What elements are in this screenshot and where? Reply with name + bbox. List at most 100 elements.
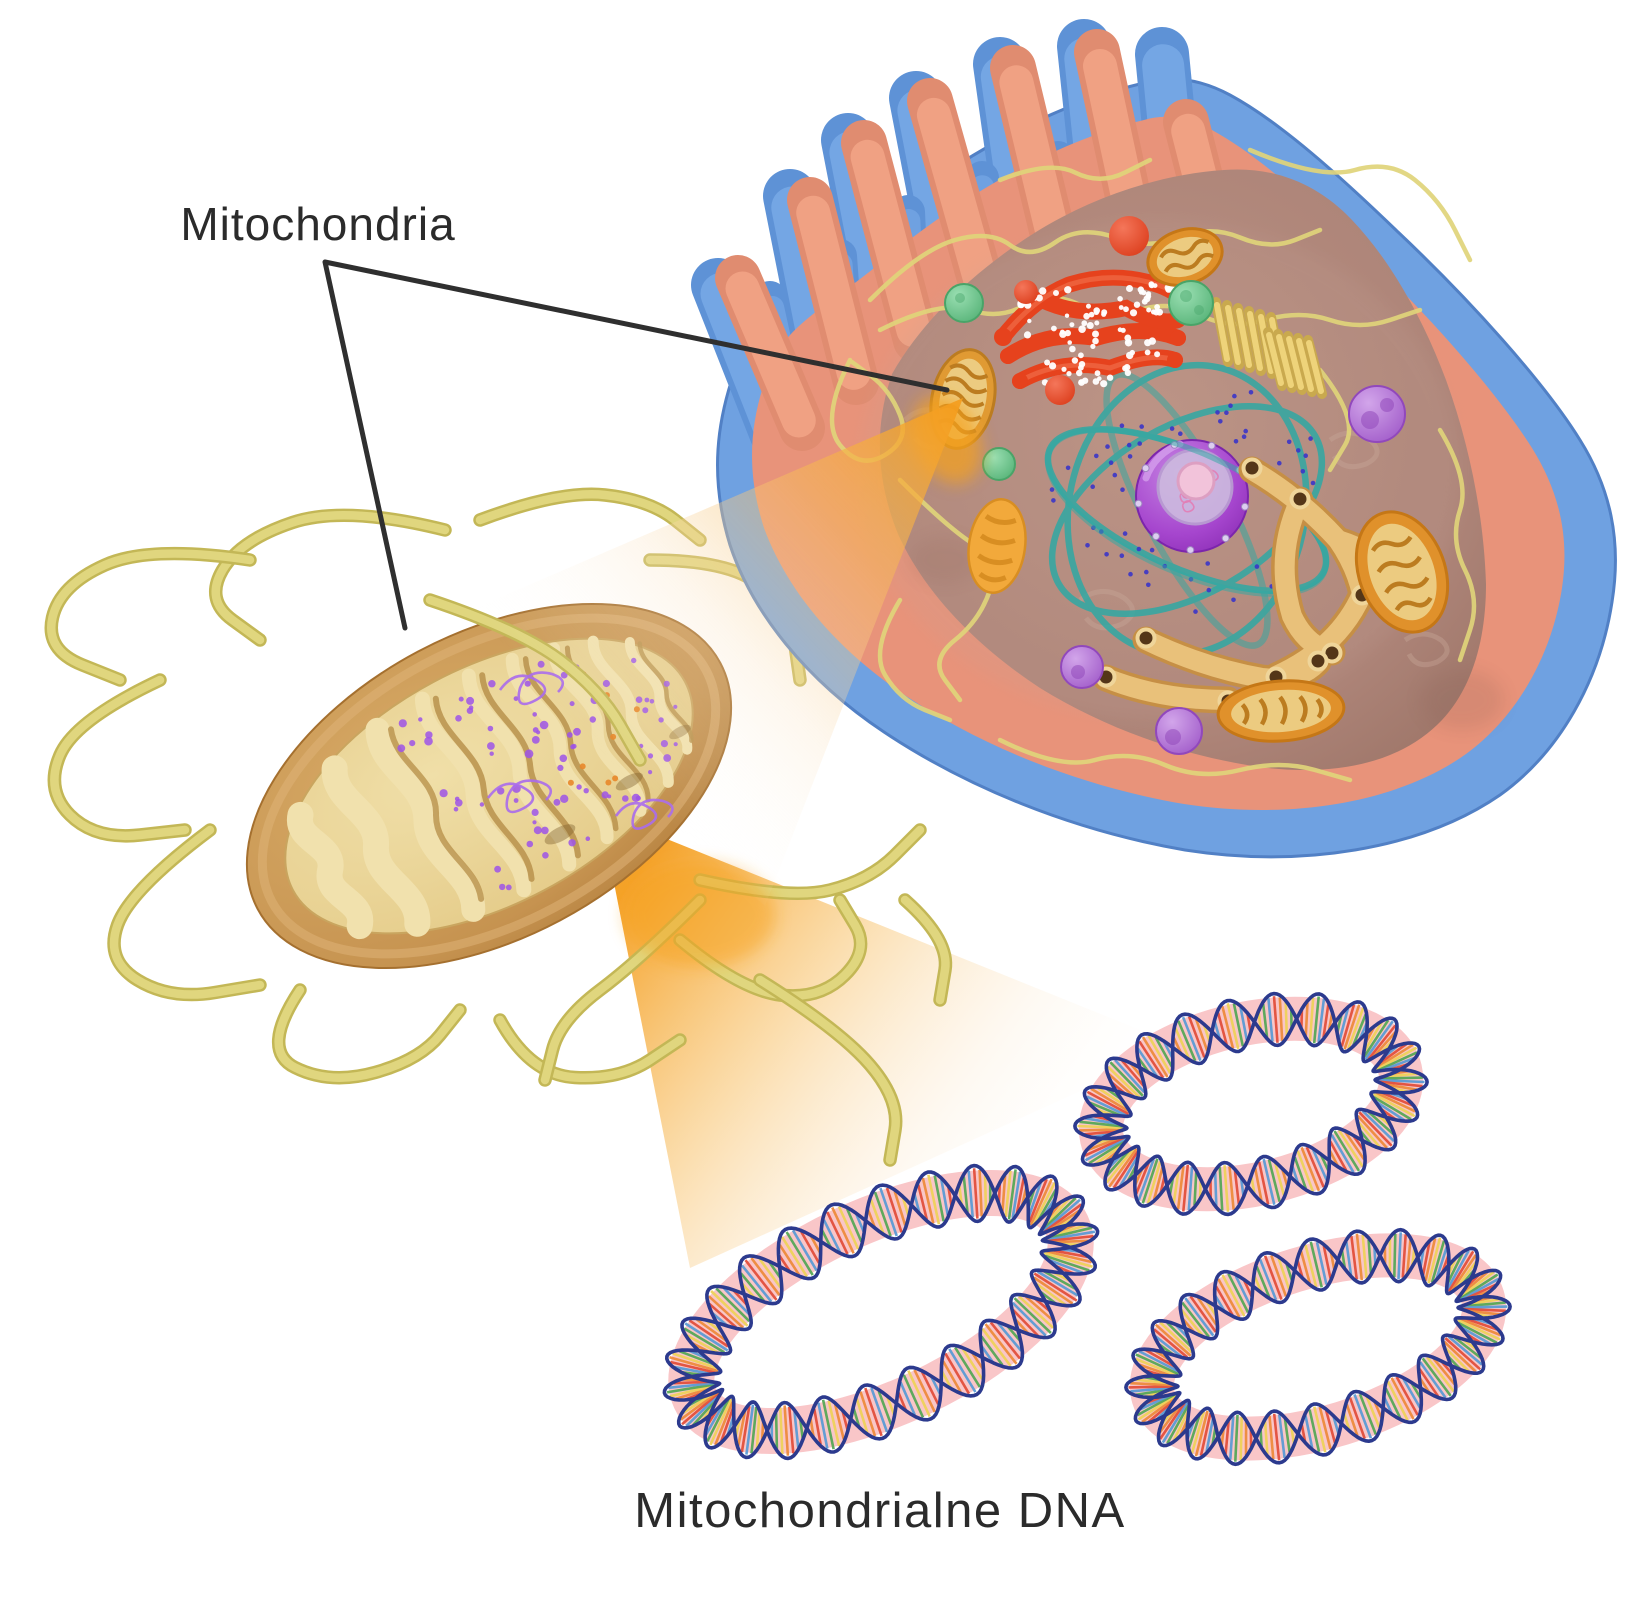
er-ribosome-dot (1241, 434, 1247, 440)
ribosome-dot (1078, 379, 1085, 386)
label-leader-lines (322, 259, 950, 631)
er-ribosome-dot (1122, 531, 1128, 536)
golgi-rod-core (1266, 332, 1284, 386)
ribosome-dot (1097, 376, 1102, 381)
animal-cell-illustration (691, 19, 1617, 859)
ribosome-dot (1067, 340, 1072, 345)
er-ribosome-dot (1126, 442, 1132, 448)
er-ribosome-dot (1094, 453, 1099, 459)
free-vesicles-red (1014, 216, 1149, 405)
er-ribosome-dot (1139, 424, 1144, 429)
er-ribosome-dot (1112, 472, 1118, 478)
mtdna-strand-core (900, 895, 950, 1005)
mtdna-granule (418, 717, 423, 722)
ribosome-dot (1106, 374, 1114, 381)
er-ribosome-dot (1149, 547, 1155, 553)
ribosome-dot (1138, 290, 1144, 295)
golgi-rod-core (1247, 311, 1263, 371)
mitochondrial-dna-ring (662, 1163, 1100, 1461)
ribosome-dot (1100, 380, 1108, 388)
dna-base-pairs (666, 1168, 1096, 1456)
matrix-orange-dot (612, 775, 619, 782)
mtdna-granule (542, 852, 549, 859)
ribosome-dot (1051, 325, 1057, 332)
nuclear-pore (1152, 532, 1160, 541)
er-ribosome-dot (1228, 403, 1233, 409)
golgi-rod-stacks (1211, 297, 1327, 399)
er-ribosome-dot (1127, 454, 1133, 459)
er-ribosome-dot (1144, 569, 1149, 575)
rough-er-red (994, 269, 1192, 389)
mtdna-granule (531, 736, 540, 744)
mtdna-granule (487, 725, 494, 732)
mtdna-granule (409, 740, 416, 747)
er-ribosome-dot (1090, 484, 1095, 490)
mtdna-granule (533, 826, 542, 835)
mtdna-granule (497, 787, 505, 795)
golgi-rod-core (1306, 340, 1324, 394)
tubule-opening (1135, 627, 1157, 649)
er-ribosome-dot (1254, 564, 1260, 569)
peroxisomes-green (944, 280, 1214, 481)
ribosome-dot (1069, 345, 1076, 353)
ribosome-dot (1088, 311, 1095, 318)
ribosome-dot (1053, 290, 1059, 296)
ribosome-dot (1154, 304, 1160, 310)
ribosome-dot (1069, 322, 1075, 328)
mtdna-granule (439, 789, 448, 798)
mtdna-granule (453, 806, 459, 812)
cytoskeleton-filament (1437, 427, 1477, 663)
mtdna-granule (468, 705, 474, 710)
matrix-orange-dot (567, 779, 574, 786)
ribosome-dot (1093, 307, 1100, 314)
ribosome-dot (1081, 320, 1088, 327)
ribosome-dot (1118, 305, 1124, 310)
leader-line (322, 259, 950, 631)
mtdna-granule (557, 764, 564, 772)
ribosome-dot (1078, 352, 1084, 359)
ribosome-dot (1049, 362, 1057, 370)
nucleolus (1176, 461, 1216, 501)
mitochondrial-dna-rings (662, 991, 1512, 1467)
er-ribosome-dot (1119, 423, 1125, 429)
ribosome-dot (1117, 327, 1123, 333)
mitochondria-label: Mitochondria (180, 198, 455, 250)
mtdna-granule (397, 744, 406, 753)
mtdna-strand-core (50, 675, 190, 840)
ribosome-dot (1124, 369, 1132, 377)
mtdna-granule (541, 826, 549, 835)
er-ribosome-dot (1243, 428, 1248, 434)
ribosome-dot (1145, 293, 1152, 300)
golgi-rod-core (1296, 338, 1314, 392)
golgi-rod-core (1286, 336, 1304, 390)
er-ribosome-dot (1119, 553, 1125, 558)
tubule-opening (1241, 457, 1263, 479)
nuclear-pore (1134, 499, 1143, 508)
er-ribosome-dot (1051, 498, 1056, 503)
mtdna-strand-core (274, 985, 465, 1082)
mtdna-strand (208, 508, 452, 647)
beam-glow-on-mitochondrion (625, 863, 775, 967)
mtdna-granule (455, 715, 462, 722)
ribosome-dot (1061, 366, 1067, 372)
ribosome-dot (1086, 303, 1091, 309)
er-ribosome-dot (1178, 431, 1183, 437)
mtdna-granule (494, 865, 501, 873)
ribosome-dot (1086, 322, 1094, 329)
mtdna-granule (513, 798, 519, 803)
mtdna-granule (532, 712, 537, 717)
er-ribosome-dot (1120, 487, 1125, 493)
er-ribosome-dot (1137, 441, 1142, 446)
ribosome-dot (1078, 325, 1086, 334)
tubule-opening (1307, 650, 1329, 672)
ribosome-dot (1117, 296, 1123, 302)
mitochondrial-dna-label: Mitochondrialne DNA (634, 1484, 1126, 1538)
er-ribosome-dot (1232, 393, 1237, 399)
mtdna-granule (524, 749, 534, 759)
ribosome-dot (1092, 337, 1099, 345)
ribosome-dot (1064, 313, 1070, 318)
ribosome-dot (1083, 312, 1090, 320)
cytoskeleton-filament (997, 157, 1153, 183)
golgi-rod-core (1225, 305, 1241, 365)
